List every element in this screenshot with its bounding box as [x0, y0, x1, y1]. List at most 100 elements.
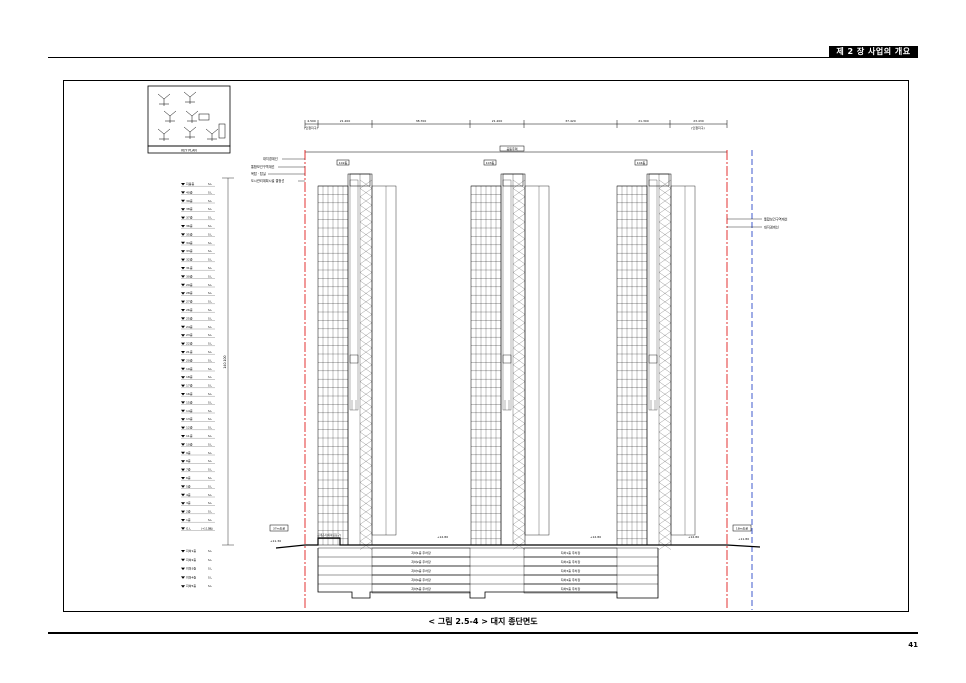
right-road: 18m도로: [736, 527, 748, 531]
floor-unit: S.L: [208, 526, 212, 530]
floor-label: 지붕층: [186, 181, 195, 186]
left-note: 대지경계선: [263, 156, 278, 161]
header-rule: [48, 57, 918, 58]
left-road: 37m도로: [273, 527, 285, 531]
basement-label: 지하5층: [186, 583, 196, 588]
floor-label: 31층: [186, 265, 193, 270]
key-plan-label: KEY PLAN: [181, 149, 197, 153]
basement-label: 지하1층: [186, 548, 196, 553]
floor-unit: S.L: [208, 409, 212, 413]
floor-label: 25층: [186, 315, 193, 320]
floor-label: 21층: [186, 349, 193, 354]
drawing-frame: [63, 80, 909, 612]
floor-unit: S.L: [208, 558, 212, 562]
right-notes: 통합보건구역계선 대지경계선: [727, 217, 788, 230]
floor-unit: S.L: [208, 325, 212, 329]
basement-label: 지하4층: [186, 574, 196, 579]
parking-label: 지하3층 주차장: [561, 568, 581, 573]
floor-unit: S.L: [208, 358, 212, 362]
mid-label: 공개공지(지하공동구): [317, 533, 341, 537]
floor-unit: S.L: [208, 300, 212, 304]
elev-mark: +12.80: [437, 535, 448, 539]
parking-label: 지하3층 주차장: [411, 568, 431, 573]
floor-unit: S.L: [208, 258, 212, 262]
floor-label: 36층: [186, 223, 193, 228]
floor-label: 34층: [186, 240, 193, 245]
floor-unit: S.L: [208, 501, 212, 505]
parking-label: 지하4층 주차장: [411, 577, 431, 582]
floor-unit: S.L: [208, 241, 212, 245]
floor-label: 5층: [186, 483, 191, 488]
parking-label: 지하2층 주차장: [561, 559, 581, 564]
top-dimension: 4.500 21.200 38.700 21.200 37.420 21.300 23.43…: [304, 119, 728, 153]
floor-label: 10층: [186, 441, 193, 446]
left-note: 옥탑 · 탑실: [251, 171, 266, 176]
right-note: 대지경계선: [764, 225, 779, 230]
floor-unit: S.L: [208, 216, 212, 220]
key-plan: KEY PLAN: [147, 85, 231, 154]
floor-label: 11층: [186, 433, 193, 438]
floor-label: 29층: [186, 282, 193, 287]
floor-unit: S.L: [208, 468, 212, 472]
figure-caption: < 그림 2.5-4 > 대지 종단면도: [428, 617, 538, 626]
floor-label: 30층: [186, 273, 193, 278]
floor-unit: S.L: [208, 199, 212, 203]
floor-unit: S.L: [208, 476, 212, 480]
floor-label: 6층: [186, 475, 191, 480]
floor-label: 15층: [186, 399, 193, 404]
dim-label: 21.200: [492, 119, 503, 123]
floor-label: 14층: [186, 408, 193, 413]
floor-label: 26층: [186, 307, 193, 312]
parking-label: 지하4층 주차장: [561, 577, 581, 582]
ground-line: 37m도로 18m도로 +11.30 +12.80 +12.80 +12.80 …: [269, 524, 761, 549]
parking-label: 지하1층 주차장: [561, 550, 581, 555]
floor-unit: S.L: [208, 182, 212, 186]
parking-label: 지하2층 주차장: [411, 559, 431, 564]
floor-label: 23층: [186, 332, 193, 337]
dim-label: 21.300: [638, 119, 649, 123]
floor-label: 18층: [186, 374, 193, 379]
floor-label: 4층: [186, 492, 191, 497]
overall-label: 공동주택: [506, 146, 517, 151]
parking-label: 지하1층 주차장: [411, 550, 431, 555]
floor-label: 19층: [186, 366, 193, 371]
elev-mark: +12.80: [688, 535, 699, 539]
floor-label: 35층: [186, 231, 193, 236]
floor-label: 27층: [186, 299, 193, 304]
height-dimension: 140.100: [222, 177, 234, 546]
floor-unit: S.L: [208, 459, 212, 463]
floor-unit: S.L: [208, 417, 212, 421]
floor-unit: S.L: [208, 484, 212, 488]
floor-unit: S.L: [208, 493, 212, 497]
dim-label: 38.700: [416, 119, 427, 123]
floor-label: 22층: [186, 341, 193, 346]
left-note: 통합보건구역계선: [251, 164, 275, 169]
tower-label: 104동: [637, 161, 646, 165]
floor-label: G.L: [186, 526, 191, 530]
floor-label: 9층: [186, 450, 191, 455]
floor-unit: S.L: [208, 584, 212, 588]
left-notes: 대지경계선 통합보건구역계선 옥탑 · 탑실 도시관리계획시설 결정선: [251, 156, 305, 183]
elev-mark: +12.80: [590, 535, 601, 539]
floor-unit: S.L: [208, 308, 212, 312]
left-note: 도시관리계획시설 결정선: [251, 178, 284, 183]
floor-label: 17층: [186, 383, 193, 388]
floor-label: 20층: [186, 357, 193, 362]
floor-unit: S.L: [208, 451, 212, 455]
floor-label: 40층: [186, 189, 193, 194]
tower-label: 102동: [339, 161, 348, 165]
floor-unit: S.L: [208, 384, 212, 388]
dim-label: 23.430: [693, 119, 704, 123]
parking-label: 지하5층 주차장: [561, 586, 581, 591]
floor-unit: S.L: [208, 249, 212, 253]
floor-label: 38층: [186, 206, 193, 211]
dim-label: 4.500: [307, 119, 316, 123]
dim-label: 37.420: [565, 119, 576, 123]
floor-label: 37층: [186, 215, 193, 220]
dim-label: 21.200: [340, 119, 351, 123]
floor-unit: S.L: [208, 567, 212, 571]
floor-label: 39층: [186, 198, 193, 203]
